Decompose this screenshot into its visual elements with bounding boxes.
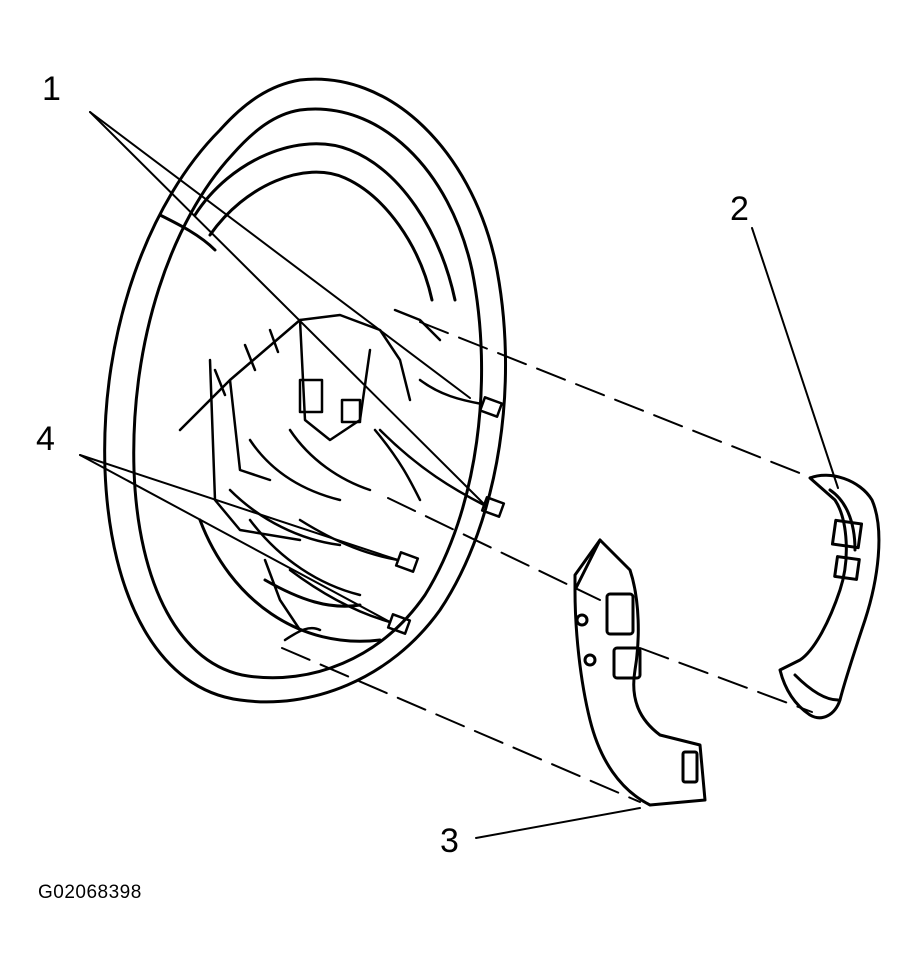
leader-lines xyxy=(79,111,839,839)
callout-2: 2 xyxy=(730,190,749,228)
callout-3: 3 xyxy=(440,822,459,860)
assembly-alignment-lines xyxy=(281,321,813,803)
switch-connectors xyxy=(288,378,506,635)
figure-id: G02068398 xyxy=(38,882,142,903)
switch-bezel-part-3 xyxy=(573,538,707,807)
steering-wheel-hub xyxy=(178,308,442,642)
callout-4: 4 xyxy=(36,420,55,458)
callout-1: 1 xyxy=(42,70,61,108)
steering-wheel-rim xyxy=(103,77,507,704)
switch-bezel-part-2 xyxy=(778,473,881,720)
